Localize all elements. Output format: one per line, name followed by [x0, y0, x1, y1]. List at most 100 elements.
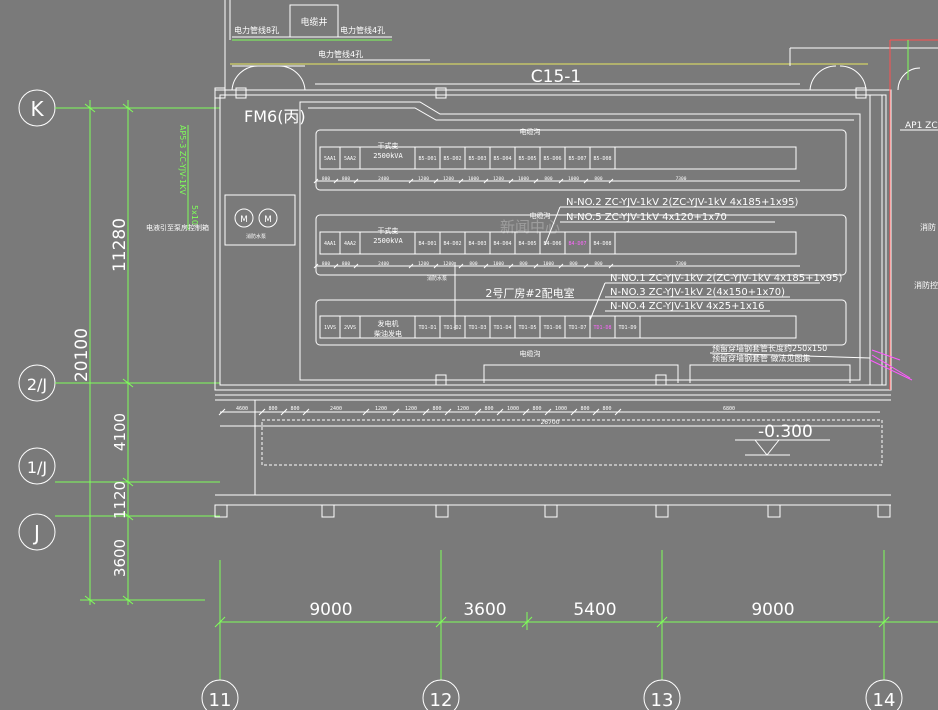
- ap1-label: AP1 ZC-: [905, 121, 938, 131]
- cable-n4: N-NO.4 ZC-YJV-1kV 4x25+1x16: [610, 301, 765, 312]
- small-note: 消防水泵: [427, 275, 447, 282]
- dim-value: 1200: [443, 261, 454, 267]
- dim-value: 1200: [418, 261, 429, 267]
- dim-11280: 11280: [110, 218, 130, 272]
- dim-value: 1000: [468, 176, 479, 182]
- fire-panel-label: 电液引至泵房控制箱: [146, 223, 209, 232]
- room-dim-part: 800: [432, 406, 441, 412]
- col-axis-12: 12: [430, 690, 453, 710]
- room-dim-part: 800: [484, 406, 493, 412]
- dim-value: 800: [469, 261, 477, 267]
- dim-col-3600: 3600: [463, 600, 506, 620]
- room-dim-part: 1000: [555, 406, 567, 412]
- panel-label: B4-D08: [593, 241, 611, 247]
- dim-value: 800: [594, 176, 602, 182]
- panel-label: B4-D02: [443, 241, 461, 247]
- panel-label: 4AA2: [344, 241, 356, 247]
- room-dim-part: 1200: [457, 406, 469, 412]
- room-dim-part: 4600: [236, 406, 248, 412]
- cable-well-label: 电缆井: [300, 16, 327, 28]
- elevation-label: -0.300: [758, 422, 813, 442]
- svg-text:2/J: 2/J: [27, 375, 47, 394]
- panel-cell: [614, 231, 797, 255]
- dim-value: 800: [342, 261, 350, 267]
- panel-label: TD1-D9: [618, 325, 636, 331]
- cable-n5: N-NO.5 ZC-YJV-1kV 4x120+1x70: [566, 212, 727, 223]
- fire-pump-box: M M 消防水泵 电液引至泵房控制箱 AP5-3 ZC-YJV-1KV 5x10: [146, 125, 296, 246]
- room-dim-part: 800: [290, 406, 299, 412]
- panel-label: B4-D05: [518, 241, 536, 247]
- generator-sub: 柴油发电: [374, 329, 402, 338]
- room-dim-part: 800: [602, 406, 611, 412]
- panel-label: B5-D08: [593, 156, 611, 162]
- dim-col-9000b: 9000: [751, 600, 794, 620]
- dim-value: 7300: [676, 261, 687, 267]
- dim-value: 800: [519, 261, 527, 267]
- dim-value: 2400: [378, 261, 389, 267]
- dim-value: 1200: [418, 176, 429, 182]
- row-axis-k: K: [18, 89, 220, 127]
- col-axis-14: 14: [873, 690, 896, 710]
- trench-label-3: 电缆沟: [520, 349, 541, 358]
- dim-value: 800: [342, 176, 350, 182]
- svg-text:K: K: [30, 97, 44, 121]
- svg-text:M: M: [240, 215, 248, 225]
- elevation-marker: -0.300: [735, 422, 830, 456]
- dim-col-5400: 5400: [573, 600, 616, 620]
- dim-value: 1000: [518, 176, 529, 182]
- panel-label: B4-D07: [568, 241, 586, 247]
- panel-label: TD1-D2: [443, 325, 461, 331]
- note-2: 预留穿墙钢套管 做法见图集: [712, 353, 811, 363]
- panel-label: B4-D03: [468, 241, 486, 247]
- cable-n1: N-NO.1 ZC-YJV-1kV 2(ZC-YJV-1kV 4x185+1x9…: [610, 273, 842, 284]
- dim-value: 800: [594, 261, 602, 267]
- panel-label: TD1-D5: [518, 325, 536, 331]
- ap5-label: AP5-3 ZC-YJV-1KV: [178, 125, 187, 195]
- panel-label: B4-D04: [493, 241, 511, 247]
- power-pipe-4a-label: 电力管线4孔: [340, 25, 385, 35]
- motor-label: 消防水泵: [246, 233, 266, 240]
- cable-n2: N-NO.2 ZC-YJV-1kV 2(ZC-YJV-1kV 4x185+1x9…: [566, 197, 798, 208]
- dim-value: 1200: [493, 176, 504, 182]
- panel-label: B5-D05: [518, 156, 536, 162]
- panel-label: B5-D02: [443, 156, 461, 162]
- transformer-2-rating: 2500kVA: [373, 237, 403, 245]
- door-fm6: FM6(丙): [244, 107, 306, 126]
- power-pipe-8-label: 电力管线8孔: [234, 25, 279, 35]
- transformer-1-label: 干式变: [378, 141, 399, 150]
- dim-value: 800: [322, 176, 330, 182]
- cable-n3: N-NO.3 ZC-YJV-1kV 2(4x150+1x70): [610, 287, 785, 298]
- watermark: 新闻中心: [500, 218, 560, 236]
- trench-label-1: 电缆沟: [520, 127, 541, 136]
- panel-label: B5-D04: [493, 156, 511, 162]
- right-label-2: 消防控制: [914, 280, 938, 290]
- dim-value: 800: [544, 176, 552, 182]
- panel-label: 4AA1: [324, 241, 336, 247]
- dim-value: 1200: [443, 176, 454, 182]
- panel-label: TD1-D3: [468, 325, 486, 331]
- dim-1120: 1120: [111, 481, 129, 519]
- room-dim-part: 800: [532, 406, 541, 412]
- cable-callouts: N-NO.2 ZC-YJV-1kV 2(ZC-YJV-1kV 4x185+1x9…: [427, 197, 871, 363]
- cable-trench-outline: 电缆沟 电缆沟 电缆沟 2号厂房#2配电室 新闻中心: [299, 101, 861, 383]
- dim-value: 800: [569, 261, 577, 267]
- room-dim-part: 6800: [723, 406, 735, 412]
- building-outline: C15-1 FM6(丙): [214, 39, 938, 518]
- column-grid: 9000 3600 5400 9000 11 12 13 14: [201, 550, 938, 710]
- panel-cell: [639, 315, 797, 339]
- dim-value: 1000: [568, 176, 579, 182]
- room-dim-part: 800: [580, 406, 589, 412]
- vertical-dimensions: 20100 11280 4100 1120 3600: [72, 100, 205, 605]
- room-dim-total: 26700: [540, 419, 559, 426]
- panel-label: B4-D01: [418, 241, 436, 247]
- col-axis-13: 13: [651, 690, 674, 710]
- dim-col-9000a: 9000: [309, 600, 352, 620]
- room-label: 2号厂房#2配电室: [485, 286, 574, 300]
- panel-label: TD1-D4: [493, 325, 511, 331]
- room-dim-part: 800: [268, 406, 277, 412]
- svg-text:1/J: 1/J: [27, 458, 47, 477]
- dim-value: 7300: [676, 176, 687, 182]
